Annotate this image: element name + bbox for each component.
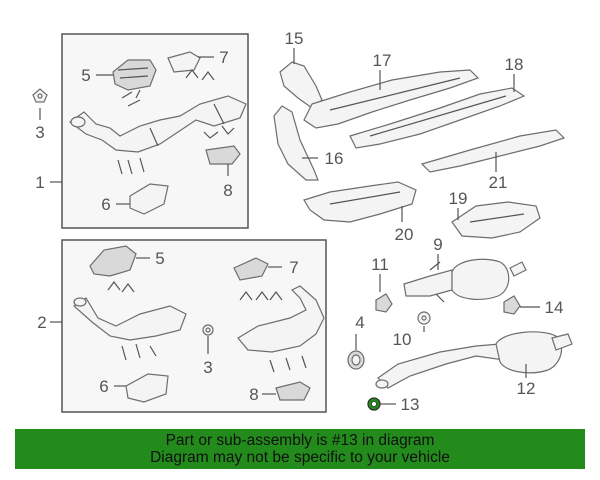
callout-19: 19 [449, 189, 468, 208]
heat-shield-16[interactable] [273, 105, 319, 181]
heat-shield-6-bottom[interactable] [125, 373, 169, 403]
callout-6-top: 6 [101, 195, 110, 214]
heat-shield-8-top[interactable] [205, 145, 241, 165]
callout-5-bottom: 5 [155, 249, 164, 268]
heat-shield-17[interactable] [303, 69, 480, 129]
callout-7-top: 7 [219, 48, 228, 67]
converter-assembly-2-right[interactable] [237, 285, 325, 353]
callout-14: 14 [545, 298, 564, 317]
brackets-box2[interactable] [107, 281, 135, 293]
callout-1: 1 [35, 173, 44, 192]
heat-shield-7-top[interactable] [167, 51, 201, 73]
callout-6-bottom: 6 [99, 377, 108, 396]
callout-18: 18 [505, 55, 524, 74]
brackets-box2-right[interactable] [239, 291, 283, 301]
gasket-13-highlighted[interactable] [367, 397, 381, 411]
converter-assembly-1[interactable] [68, 95, 247, 153]
heat-shield-21[interactable] [420, 129, 566, 173]
heat-shield-6-top[interactable] [129, 183, 169, 215]
converter-assembly-2-left[interactable] [73, 297, 187, 341]
callout-4: 4 [355, 313, 364, 332]
brackets-top[interactable] [121, 69, 215, 107]
callout-20: 20 [395, 225, 414, 244]
clamps-box2-left[interactable] [121, 343, 157, 361]
callout-7-bottom: 7 [289, 258, 298, 277]
info-banner: Part or sub-assembly is #13 in diagram D… [15, 429, 585, 469]
callout-10: 10 [393, 330, 412, 349]
heat-shield-8-bottom[interactable] [275, 381, 311, 401]
clamps-1[interactable] [117, 125, 235, 175]
callout-16: 16 [325, 149, 344, 168]
muffler-pipe-9[interactable] [403, 258, 527, 303]
leader-lines [39, 48, 540, 405]
heat-shield-5-bottom[interactable] [89, 245, 137, 277]
callout-15: 15 [285, 29, 304, 48]
hanger-14[interactable] [503, 295, 521, 315]
banner-line-1: Part or sub-assembly is #13 in diagram [165, 432, 435, 449]
callout-21: 21 [489, 173, 508, 192]
callout-2: 2 [37, 313, 46, 332]
banner-line-2: Diagram may not be specific to your vehi… [150, 449, 450, 466]
heat-shield-18[interactable] [349, 87, 526, 149]
callout-9: 9 [433, 235, 442, 254]
callout-labels: 1 2 3 3 4 5 5 6 6 7 7 8 8 9 10 11 12 13 … [35, 29, 563, 414]
heat-shield-20[interactable] [303, 181, 417, 223]
tail-pipe-12[interactable] [375, 331, 573, 389]
heat-shield-15[interactable] [279, 61, 323, 109]
callout-17: 17 [373, 51, 392, 70]
hanger-11[interactable] [375, 293, 393, 313]
gasket-10[interactable] [417, 311, 431, 325]
callout-5-top: 5 [81, 66, 90, 85]
callout-11: 11 [371, 255, 389, 274]
callout-8-top: 8 [223, 181, 232, 200]
callout-8-bottom: 8 [249, 385, 258, 404]
hanger-4[interactable] [347, 350, 365, 370]
callout-3-top: 3 [35, 123, 44, 142]
gasket-3-bottom[interactable] [202, 324, 214, 336]
clamps-box2-right[interactable] [269, 355, 307, 373]
gasket-3-top[interactable] [32, 88, 48, 103]
callout-12: 12 [517, 379, 536, 398]
heat-shield-19[interactable] [451, 201, 541, 239]
callout-3-bottom: 3 [203, 358, 212, 377]
heat-shield-5-top[interactable] [112, 59, 157, 91]
callout-13: 13 [401, 395, 420, 414]
heat-shield-7-bottom[interactable] [233, 257, 269, 281]
